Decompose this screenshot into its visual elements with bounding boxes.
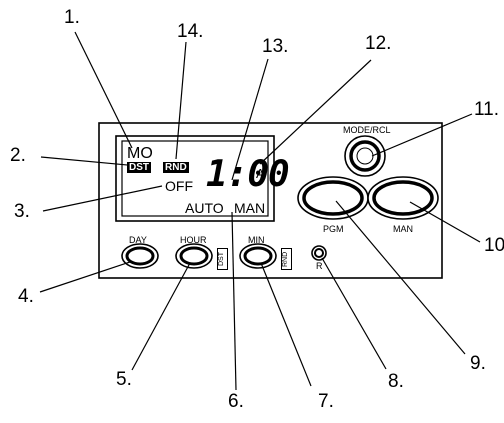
pgm-button-label: PGM — [323, 224, 344, 234]
device-body — [98, 122, 443, 279]
leader-11 — [371, 113, 473, 157]
callout-8: 8. — [388, 371, 404, 392]
leader-13 — [231, 58, 269, 181]
lcd-auto-text: AUTO — [185, 200, 224, 216]
leader-3 — [42, 185, 163, 212]
lcd-inner — [121, 140, 269, 217]
leader-8 — [321, 257, 387, 370]
callout-6: 6. — [228, 391, 244, 412]
lcd-am-indicator: A — [256, 166, 265, 181]
lcd-day-text: MO — [127, 145, 153, 162]
hour-button-label: HOUR — [180, 235, 207, 245]
callout-10: 10 — [484, 235, 504, 256]
reset-button-inner — [314, 248, 324, 258]
hour-dst-tag: DST — [217, 248, 228, 270]
leader-12 — [259, 59, 372, 165]
callout-5: 5. — [116, 369, 132, 390]
mode-button-center — [356, 147, 374, 165]
callout-14: 14. — [177, 21, 204, 42]
day-button-label: DAY — [129, 235, 147, 245]
reset-button-label: R — [316, 261, 323, 271]
callout-4: 4. — [18, 286, 34, 307]
min-button-label: MIN — [248, 235, 265, 245]
callout-2: 2. — [10, 145, 26, 166]
leader-10 — [409, 201, 481, 243]
callout-9: 9. — [470, 353, 486, 374]
min-rnd-tag: RND — [281, 248, 292, 270]
lcd-time-digits: 1:00 — [206, 154, 290, 195]
callout-1: 1. — [64, 7, 80, 28]
lcd-off-text: OFF — [165, 178, 193, 194]
pgm-button-inner — [302, 180, 364, 216]
leader-2 — [40, 156, 139, 167]
callout-11: 11. — [474, 99, 500, 120]
day-button-inner — [125, 246, 155, 266]
hour-button-inner — [179, 246, 209, 266]
lcd-outer — [115, 135, 275, 222]
lcd-man-text: MAN — [234, 200, 266, 216]
callout-7: 7. — [318, 391, 334, 412]
mode-button-label: MODE/RCL — [343, 125, 391, 135]
leader-6 — [231, 211, 237, 391]
lcd-rnd-badge: RND — [163, 162, 189, 173]
leader-7 — [260, 262, 312, 387]
leader-14 — [175, 41, 187, 160]
leader-1 — [74, 31, 133, 149]
man-button-label: MAN — [393, 224, 413, 234]
min-button-inner — [243, 246, 273, 266]
leader-5 — [131, 262, 191, 371]
lcd-dst-badge: DST — [127, 162, 151, 173]
leader-lines — [39, 31, 481, 391]
leader-9 — [335, 200, 466, 355]
callout-13: 13. — [262, 36, 289, 57]
callout-12: 12. — [365, 33, 392, 54]
callout-3: 3. — [14, 201, 30, 222]
leader-4 — [39, 261, 131, 293]
